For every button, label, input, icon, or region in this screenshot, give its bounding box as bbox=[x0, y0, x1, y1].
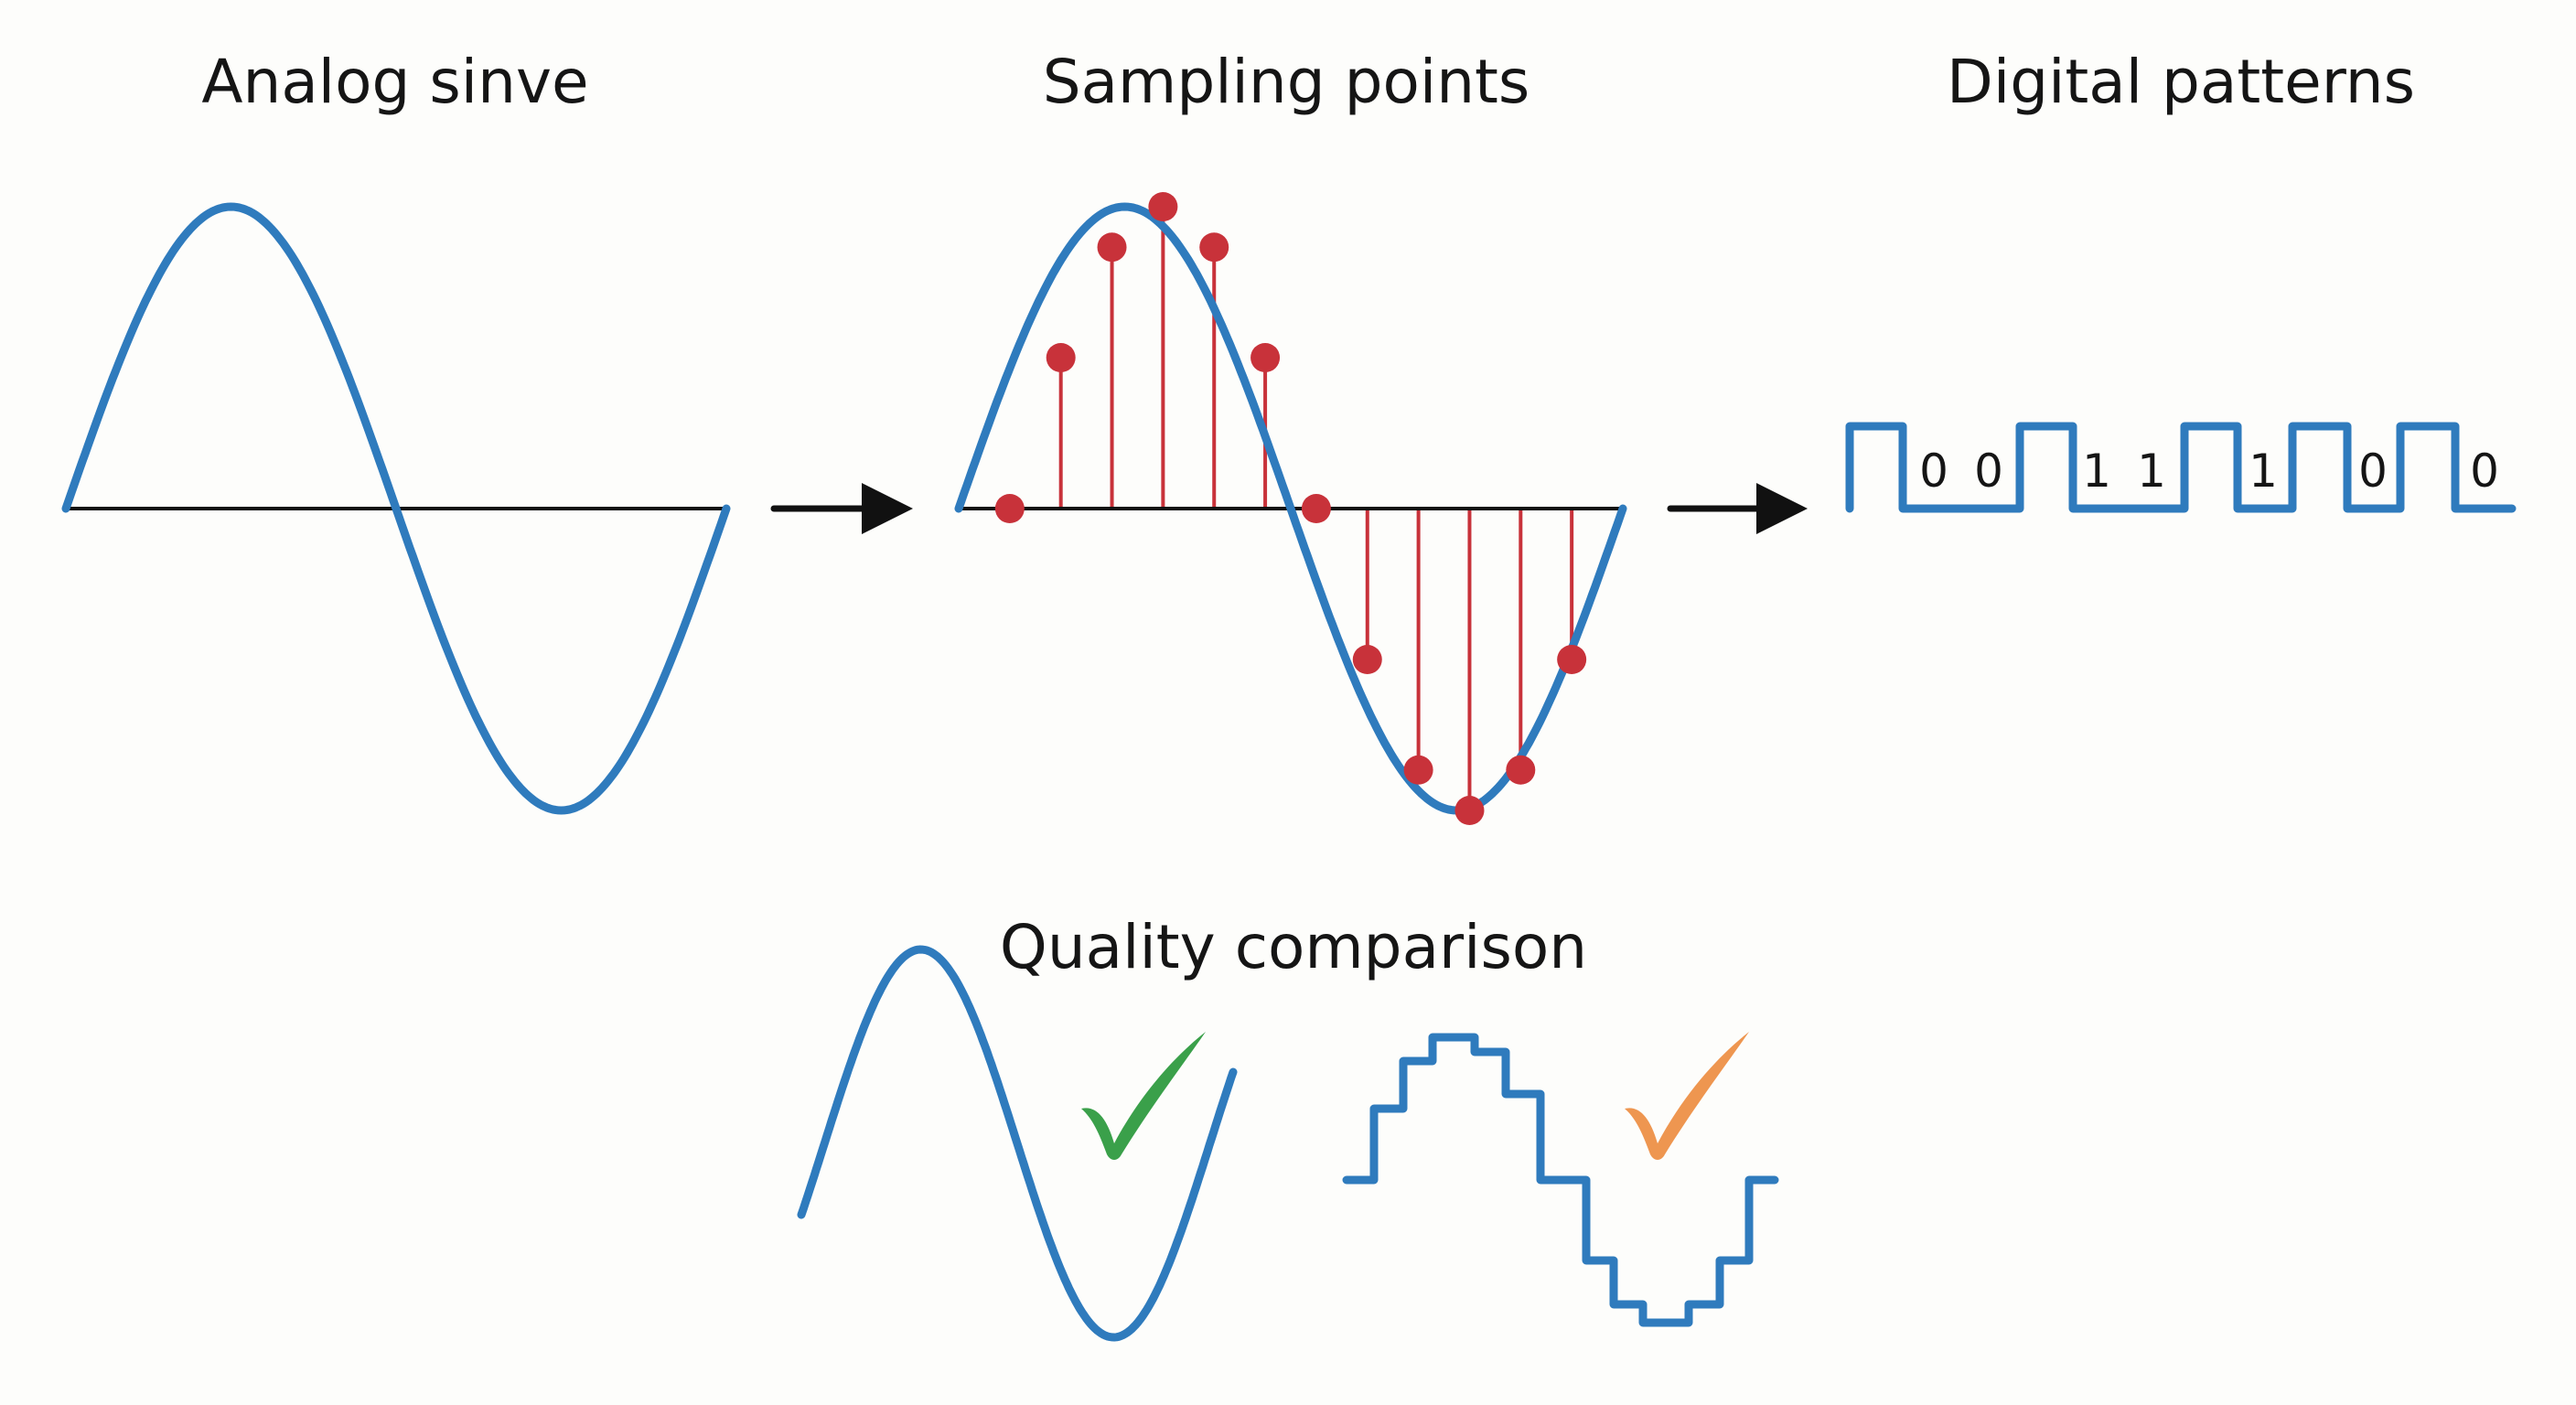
sampling-panel bbox=[954, 192, 1627, 825]
check-icon bbox=[1081, 1032, 1206, 1160]
digital-title: Digital patterns bbox=[1947, 47, 2415, 117]
sampling-title: Sampling points bbox=[1043, 47, 1530, 117]
sample-stems bbox=[1058, 207, 1574, 810]
sample-point bbox=[1301, 494, 1331, 523]
quality-title: Quality comparison bbox=[1000, 912, 1587, 982]
arrow-sampling-to-digital bbox=[1667, 483, 1808, 534]
analog-sine-wave bbox=[61, 202, 731, 815]
sample-point bbox=[1403, 755, 1433, 785]
bit-label: 1 bbox=[2249, 445, 2278, 498]
arrow-analog-to-sampling bbox=[770, 483, 913, 534]
bit-label: 0 bbox=[2358, 445, 2388, 498]
sample-point bbox=[1454, 796, 1485, 825]
analog-panel bbox=[61, 202, 731, 815]
sample-point bbox=[1148, 192, 1178, 221]
bit-label: 0 bbox=[2470, 445, 2499, 498]
analog-title: Analog sinve bbox=[201, 47, 588, 117]
sample-point bbox=[1557, 645, 1587, 674]
stepped-wave bbox=[1342, 1033, 1779, 1327]
check-icon bbox=[1625, 1032, 1749, 1160]
bit-label: 0 bbox=[1919, 445, 1948, 498]
sample-point bbox=[994, 494, 1025, 523]
digital-square-wave bbox=[1845, 422, 2517, 513]
bit-label: 1 bbox=[2137, 445, 2166, 498]
bit-label: 0 bbox=[1974, 445, 2003, 498]
sample-point bbox=[1046, 343, 1076, 372]
sample-dots bbox=[994, 192, 1587, 825]
sample-point bbox=[1506, 755, 1536, 785]
sample-point bbox=[1097, 232, 1127, 263]
smooth-wave bbox=[797, 945, 1238, 1342]
sample-point bbox=[1352, 645, 1382, 674]
bit-label: 1 bbox=[2082, 445, 2111, 498]
sample-point bbox=[1199, 232, 1229, 263]
sample-point bbox=[1250, 343, 1281, 372]
quality-panel bbox=[797, 945, 1779, 1342]
